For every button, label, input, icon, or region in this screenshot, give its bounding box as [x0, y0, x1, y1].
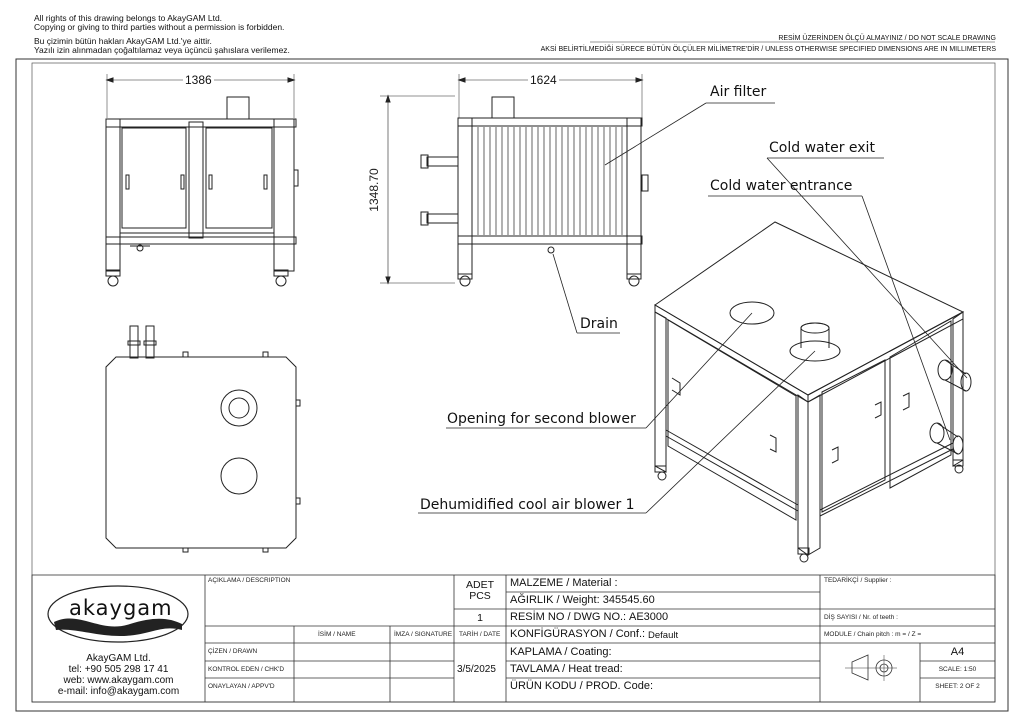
- dwg-value: AE3000: [629, 611, 669, 623]
- title-block-grid: [31, 574, 996, 703]
- callout-dehumidified-blower: Dehumidified cool air blower 1: [420, 497, 635, 513]
- material-label: MALZEME / Material :: [510, 577, 618, 589]
- qty-value: 1: [477, 612, 483, 624]
- drawn-label: ÇİZEN / DRAWN: [208, 648, 258, 655]
- side-view: [380, 74, 649, 287]
- checked-label: KONTROL EDEN / CHK'D: [208, 666, 285, 673]
- callout-cold-water-exit: Cold water exit: [769, 140, 875, 156]
- units-note: AKSİ BELİRTİLMEDİĞİ SÜRECE BÜTÜN ÖLÇÜLER…: [540, 46, 996, 53]
- date-label: TARİH / DATE: [459, 631, 501, 638]
- front-view: [105, 74, 299, 287]
- sheet-value: SHEET: 2 OF 2: [935, 683, 980, 690]
- coating-label: KAPLAMA / Coating:: [510, 646, 612, 658]
- signature-label: İMZA / SIGNATURE: [394, 631, 453, 638]
- weight-label: AĞIRLIK / Weight: 345545.60: [510, 594, 655, 606]
- projection-symbol-icon: [845, 654, 897, 681]
- qty-header: ADET PCS: [454, 580, 506, 602]
- company-email: e-mail: info@akaygam.com: [57, 686, 180, 697]
- copyright-en-2: Copying or giving to third parties witho…: [34, 22, 285, 32]
- isometric-view: [654, 221, 972, 563]
- heat-tread-label: TAVLAMA / Heat tread:: [510, 663, 623, 675]
- supplier-label: TEDARİKÇİ / Supplier :: [824, 577, 892, 584]
- inner-border: [31, 62, 996, 703]
- top-view: [105, 325, 301, 553]
- config-value: Default: [648, 630, 679, 641]
- paper-size: A4: [950, 646, 965, 658]
- copyright-tr-2: Yazılı izin alınmadan çoğaltılamaz veya …: [34, 45, 290, 55]
- company-tel: tel: +90 505 298 17 41: [68, 664, 169, 675]
- company-web: web: www.akaygam.com: [63, 675, 174, 686]
- dimension-side-width: 1624: [528, 73, 559, 87]
- teeth-label: DİŞ SAYISI / Nr. of teeth :: [824, 614, 898, 621]
- callout-air-filter: Air filter: [710, 84, 767, 100]
- copyright-tr-1: Bu çizimin bütün hakları AkayGAM Ltd.'ye…: [34, 36, 212, 46]
- callout-cold-water-entrance: Cold water entrance: [710, 178, 853, 194]
- company-contact: AkayGAM Ltd. tel: +90 505 298 17 41 web:…: [32, 653, 205, 697]
- company-logo-graphic: [47, 585, 189, 643]
- scale-note: RESİM ÜZERİNDEN ÖLÇÜ ALMAYINIZ / DO NOT …: [778, 35, 996, 42]
- callout-drain: Drain: [580, 316, 618, 332]
- description-label: AÇIKLAMA / DESCRIPTION: [208, 577, 291, 584]
- callout-leaders: [418, 102, 968, 514]
- config-label: KONFİGÜRASYON / Conf.:: [510, 628, 646, 640]
- callout-opening-second-blower: Opening for second blower: [447, 411, 636, 427]
- name-label: İSİM / NAME: [318, 631, 356, 638]
- scale-value: SCALE: 1:50: [938, 666, 977, 673]
- qty-label-2: PCS: [469, 590, 491, 602]
- company-logo-text: akaygam: [69, 596, 173, 620]
- dimension-height: 1348.70: [367, 168, 381, 212]
- date-value: 3/5/2025: [457, 664, 496, 675]
- product-code-label: ÜRÜN KODU / PROD. Code:: [510, 680, 654, 692]
- approved-label: ONAYLAYAN / APPV'D: [208, 683, 275, 690]
- dwg-label: RESİM NO / DWG NO.:: [510, 611, 627, 623]
- company-name: AkayGAM Ltd.: [86, 653, 151, 664]
- qty-label-1: ADET: [465, 579, 494, 591]
- outer-border: [15, 58, 1009, 712]
- module-label: MODULE / Chain pitch : m = / Z =: [824, 631, 922, 638]
- dimension-front-width: 1386: [183, 73, 214, 87]
- copyright-en-1: All rights of this drawing belongs to Ak…: [34, 13, 223, 23]
